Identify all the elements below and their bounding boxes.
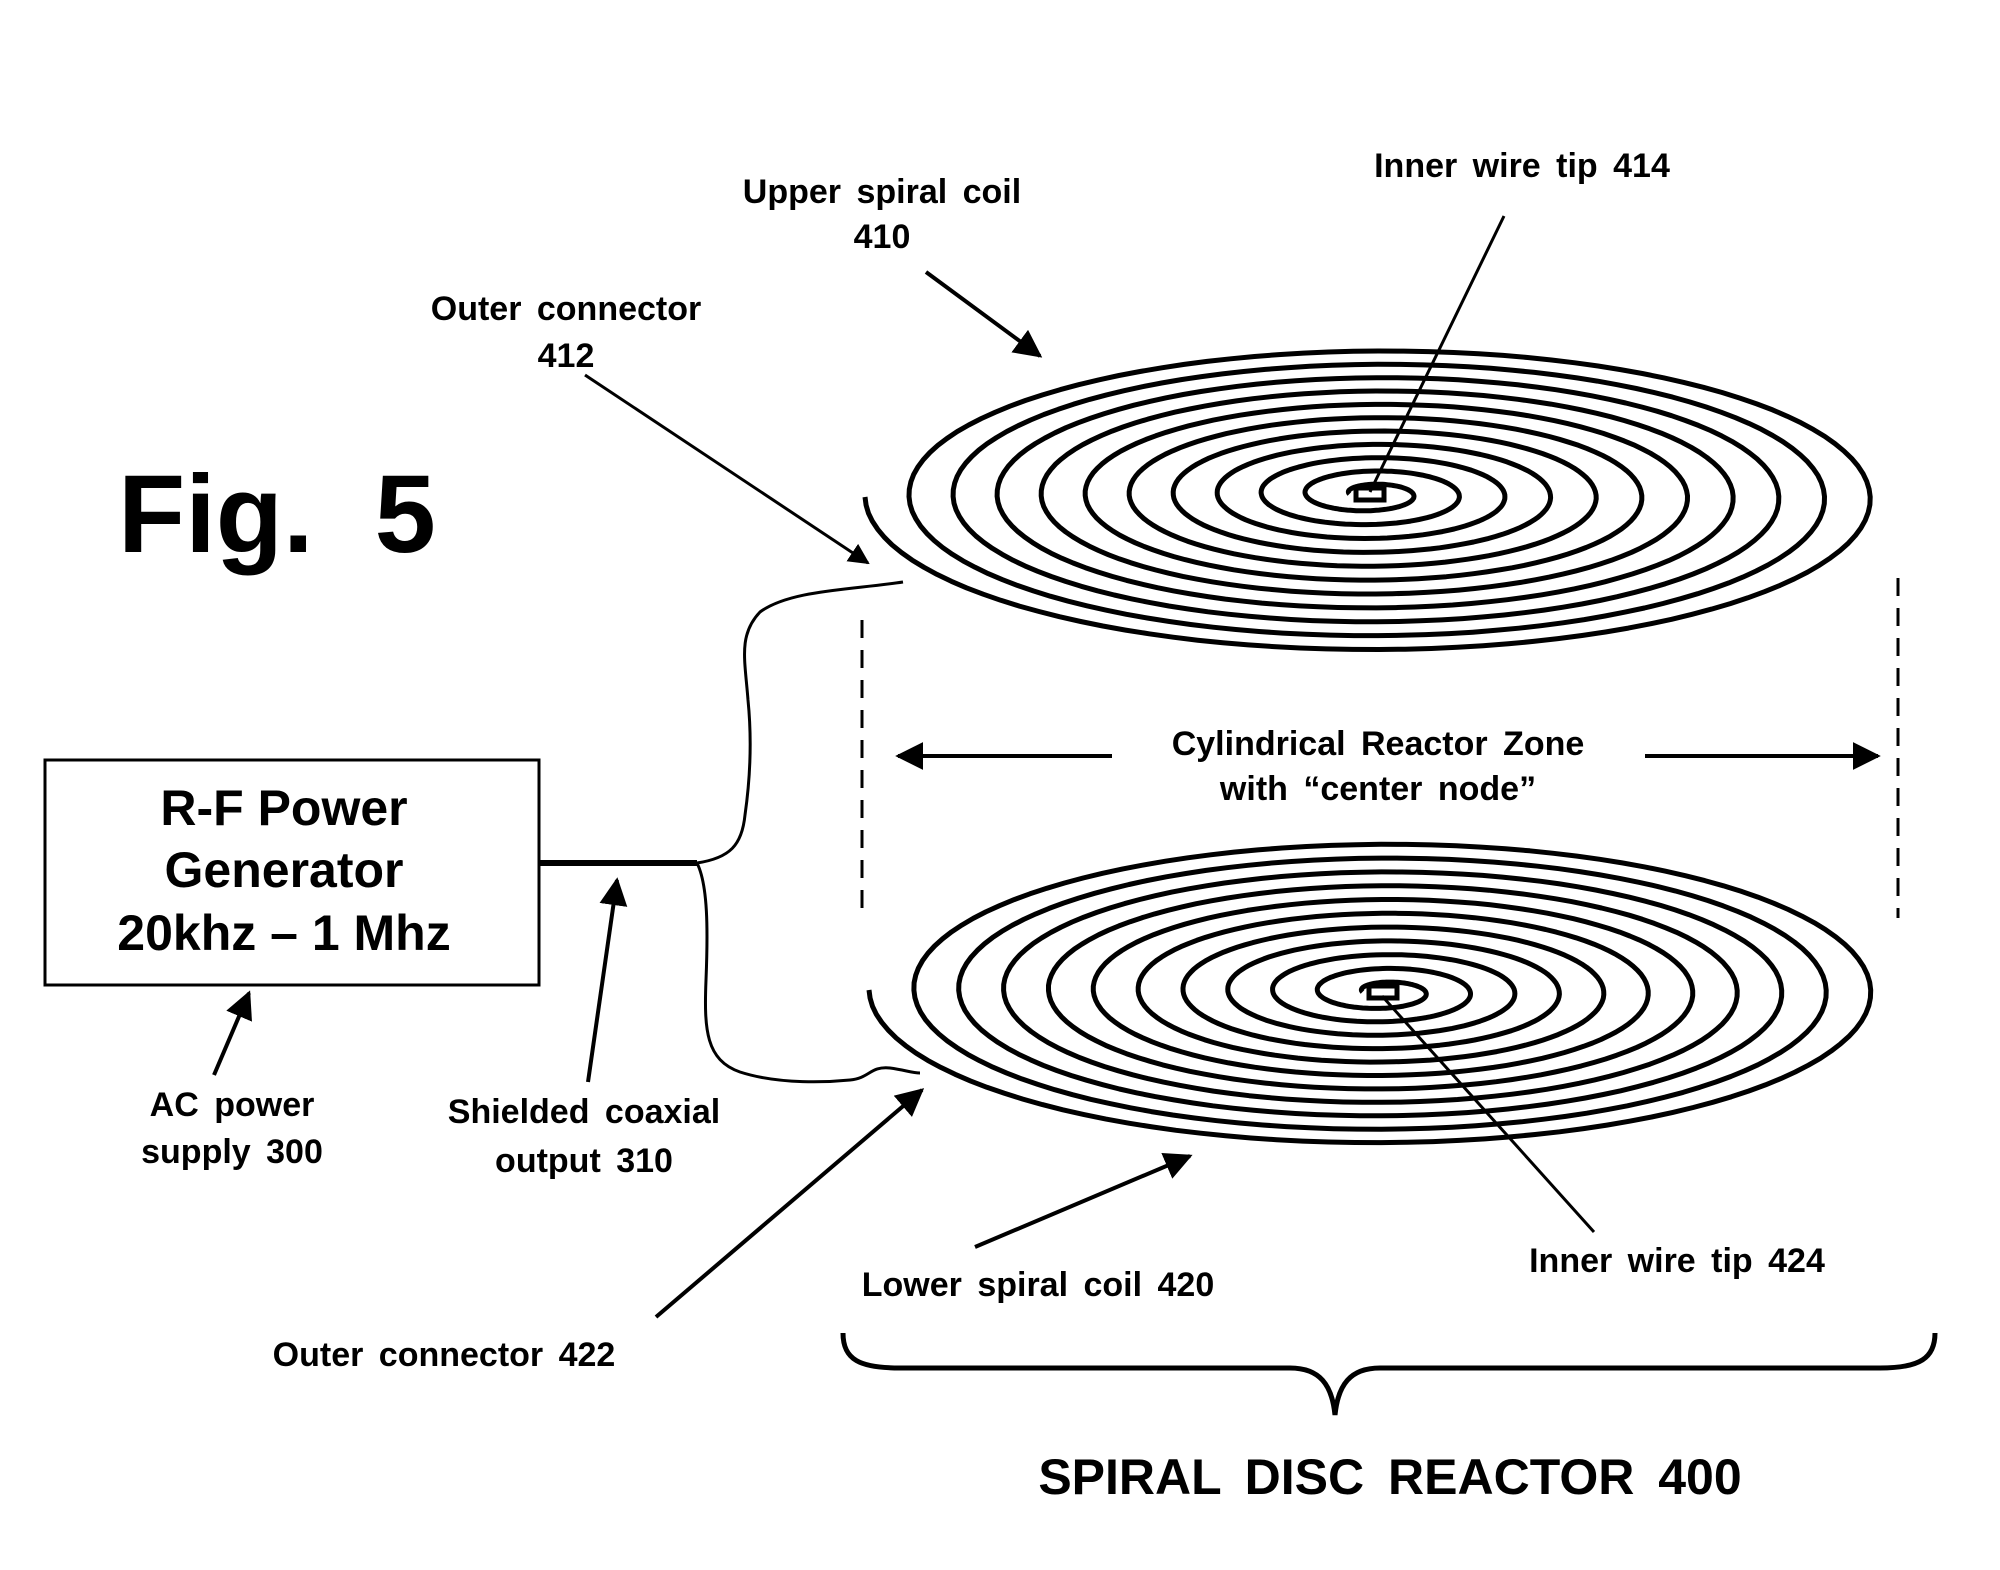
outer-connector-412-label-line-2: 412 <box>538 337 595 375</box>
generator-label-line-3: 20khz – 1 Mhz <box>117 905 450 961</box>
ac-power-arrow <box>212 990 252 1076</box>
upper-coil-winding <box>862 348 1873 652</box>
outer-connector-412-arrow <box>584 373 870 565</box>
outer-connector-422-arrow <box>654 1088 925 1319</box>
coax-output-label-line-1: Shielded coaxial <box>448 1093 720 1131</box>
figure-title: Fig. 5 <box>118 453 436 576</box>
generator-label-line-1: R-F Power <box>160 780 407 836</box>
ac-power-label-line-2: supply 300 <box>141 1133 323 1171</box>
rf-power-generator: R-F Power Generator 20khz – 1 Mhz <box>43 758 541 987</box>
upper-coil-inner-wire-tip <box>1353 485 1387 503</box>
generator-label-line-2: Generator <box>165 842 404 898</box>
outer-connector-412-label-line-1: Outer connector <box>431 290 701 328</box>
upper-coil-arrow <box>924 270 1043 358</box>
reactor-zone-label-line-2: with “center node” <box>1219 770 1536 808</box>
reactor-title: SPIRAL DISC REACTOR 400 <box>1038 1449 1741 1505</box>
wire-to-lower-coil <box>695 862 921 1084</box>
lower-coil-winding <box>866 841 1874 1146</box>
lower-coil-label: Lower spiral coil 420 <box>862 1266 1214 1304</box>
lower-coil-arrow <box>974 1152 1193 1249</box>
upper-spiral-coil <box>862 348 1873 652</box>
upper-coil-label-line-1: Upper spiral coil <box>743 173 1021 211</box>
ac-power-label-line-1: AC power <box>150 1086 315 1124</box>
inner-wire-tip-414-label: Inner wire tip 414 <box>1374 147 1670 185</box>
upper-coil-label-line-2: 410 <box>854 218 911 256</box>
coax-output-arrow <box>586 877 628 1083</box>
reactor-brace-icon <box>840 1332 1938 1416</box>
inner-wire-tip-424-leader <box>1380 994 1596 1234</box>
lower-spiral-coil <box>866 841 1874 1146</box>
reactor-zone-label-line-1: Cylindrical Reactor Zone <box>1172 725 1585 763</box>
outer-connector-422-label: Outer connector 422 <box>273 1336 616 1374</box>
coax-output-label-line-2: output 310 <box>495 1142 673 1180</box>
inner-wire-tip-424-label: Inner wire tip 424 <box>1529 1242 1825 1280</box>
generator-box-outline <box>43 758 541 987</box>
inner-wire-tip-414-leader <box>1368 215 1506 493</box>
wire-to-upper-coil <box>696 580 904 865</box>
